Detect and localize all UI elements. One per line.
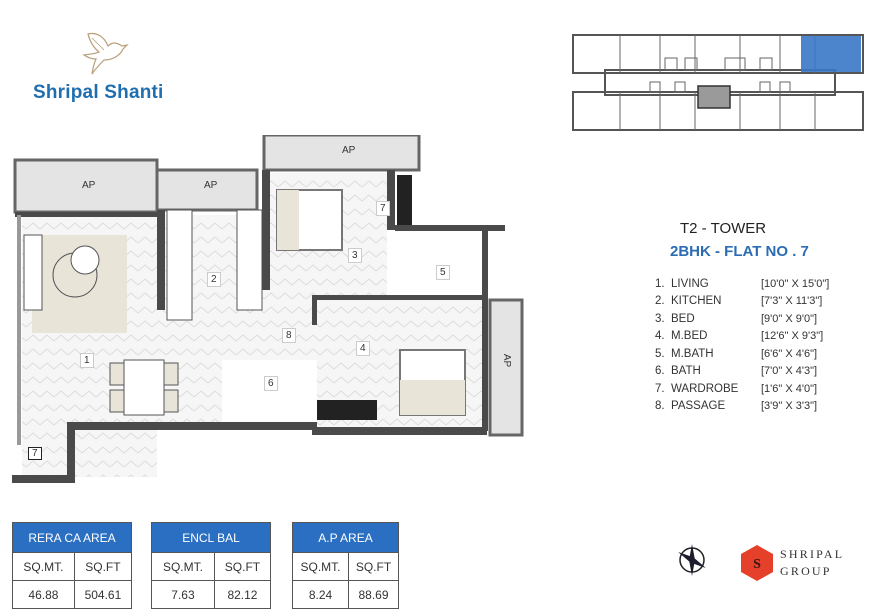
col-header: SQ.MT. [12, 552, 75, 581]
dove-icon [82, 32, 129, 75]
shripal-group-logo: S SHRIPAL GROUP [740, 542, 880, 584]
value-cell: 8.24 [291, 580, 350, 609]
key-plan [565, 30, 875, 135]
value-cell: 88.69 [348, 580, 399, 609]
value-cell: 46.88 [12, 580, 75, 609]
room-tag-5: 5 [436, 265, 450, 280]
table-title: A.P AREA [292, 522, 399, 553]
value-cell: 82.12 [213, 580, 272, 609]
room-tag-8: 8 [282, 328, 296, 343]
table-title: ENCL BAL [151, 522, 271, 553]
room-row: 4.M.BED[12'6" X 9'3"] [655, 330, 824, 343]
room-row: 6.BATH[7'0" X 4'3"] [655, 365, 818, 378]
col-header: SQ.MT. [291, 552, 350, 581]
col-header: SQ.FT [213, 552, 272, 581]
col-header: SQ.FT [73, 552, 133, 581]
svg-text:S: S [753, 557, 761, 572]
brand-logo: Shripal Shanti [30, 30, 190, 110]
hexagon-logo-icon: S [741, 545, 773, 581]
tower-title: T2 - TOWER [680, 220, 767, 237]
room-tag-3: 3 [348, 248, 362, 263]
compass-icon [672, 540, 712, 580]
room-schedule: 1.LIVING[10'0" X 15'0"] 2.KITCHEN[7'3" X… [655, 275, 885, 415]
col-header: SQ.FT [348, 552, 399, 581]
room-tag-2: 2 [207, 272, 221, 287]
group-name-line1: SHRIPAL [780, 547, 845, 561]
group-name-line2: GROUP [780, 564, 832, 578]
room-row: 5.M.BATH[6'6" X 4'6"] [655, 347, 818, 360]
table-title: RERA CA AREA [12, 522, 132, 553]
ap-label: AP [82, 180, 96, 191]
room-tag-1: 1 [80, 353, 94, 368]
ap-label: AP [501, 353, 513, 368]
flat-title: 2BHK - FLAT NO . 7 [670, 243, 809, 260]
room-row: 3.BED[9'0" X 9'0"] [655, 312, 818, 325]
value-cell: 7.63 [151, 580, 215, 609]
ap-label: AP [204, 180, 218, 191]
value-cell: 504.61 [73, 580, 133, 609]
room-row: 1.LIVING[10'0" X 15'0"] [655, 277, 830, 290]
room-row: 8.PASSAGE[3'9" X 3'3"] [655, 400, 818, 413]
room-tag-6: 6 [264, 376, 278, 391]
floor-plan: AP AP AP AP 1 2 3 4 5 6 7 7 8 [12, 133, 527, 485]
project-name: Shripal Shanti [33, 82, 164, 103]
room-tag-7: 7 [376, 201, 390, 216]
room-tag-4: 4 [356, 341, 370, 356]
col-header: SQ.MT. [151, 552, 215, 581]
room-tag-7-entry: 7 [28, 447, 42, 460]
room-row: 2.KITCHEN[7'3" X 11'3"] [655, 295, 823, 308]
room-row: 7.WARDROBE[1'6" X 4'0"] [655, 382, 818, 395]
ap-label: AP [342, 145, 356, 156]
